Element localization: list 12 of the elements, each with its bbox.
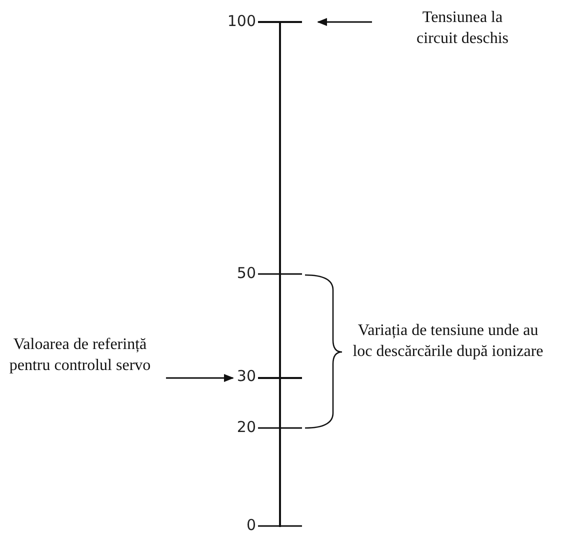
scale-value: 20 [236, 418, 256, 436]
annotation-text: Valoarea de referință pentru controlul servo [0, 334, 160, 376]
arrow [166, 374, 234, 382]
annotation-text: Tensiunea la circuit deschis [400, 7, 525, 49]
scale-value: 30 [236, 367, 256, 385]
tick-mark [258, 377, 302, 379]
tick-mark [258, 21, 302, 23]
scale-value: 100 [226, 12, 256, 30]
scale-value: 50 [236, 264, 256, 282]
range-annotation: Variația de tensiune unde au loc descărcările după ionizare [352, 321, 544, 362]
scale-value: 0 [245, 516, 256, 534]
arrow [317, 18, 372, 26]
